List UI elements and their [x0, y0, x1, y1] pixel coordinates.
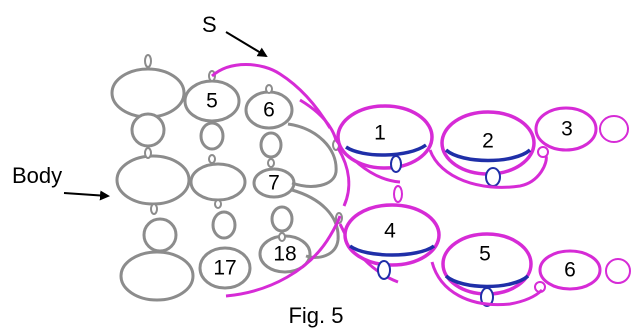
label-body: Body	[12, 163, 62, 188]
body-bead-small	[259, 131, 283, 159]
thread-outer-upper	[299, 98, 338, 141]
body-bead-small	[130, 112, 166, 148]
leg-number-2: 2	[482, 130, 494, 153]
body-bead-large	[115, 154, 191, 206]
leg-bead-6	[538, 249, 602, 291]
inner-arc-4	[348, 244, 436, 257]
leg-bead-4	[343, 203, 441, 267]
annotations: S Body Fig. 5	[12, 12, 344, 328]
lower-leg	[343, 203, 631, 307]
body-bead-large	[119, 250, 195, 302]
bead-1-drop	[390, 155, 402, 173]
body-arrow	[63, 190, 110, 201]
body-bead-large	[110, 67, 186, 119]
body-bead-17	[198, 246, 252, 290]
inner-arc-5	[444, 274, 530, 289]
leg-number-5: 5	[479, 243, 491, 266]
body-thread-upper	[287, 122, 338, 188]
label-s: S	[202, 12, 217, 37]
upper-leg	[336, 104, 629, 203]
leg-number-4: 4	[384, 220, 396, 243]
body-thread-lower	[291, 188, 340, 259]
bead-2-drop	[485, 167, 501, 187]
body-bead-small	[199, 121, 225, 151]
bead-numbers: 5 6 7 17 18 1 2 3 4 5 6	[206, 90, 576, 282]
bead-number-6: 6	[263, 99, 275, 122]
bead-number-7: 7	[268, 172, 280, 195]
leg-bead-3	[534, 106, 598, 152]
inner-arc-1	[345, 143, 428, 157]
body-bead-small	[270, 205, 294, 233]
body-beads	[110, 54, 343, 302]
s-arrow	[225, 31, 268, 58]
leg-number-1: 1	[374, 122, 386, 145]
thread-lower	[225, 215, 342, 298]
leg-number-3: 3	[561, 118, 573, 141]
bead-number-18: 18	[273, 243, 296, 266]
body-bead-small	[142, 217, 178, 253]
bead-number-17: 17	[213, 257, 236, 280]
leg-end-bead	[605, 258, 631, 284]
body-bead-medium	[189, 162, 247, 202]
leg-return-thread	[430, 261, 544, 307]
body-bead-small	[211, 210, 237, 240]
bead-number-5: 5	[206, 90, 218, 113]
leg-return-thread	[428, 149, 548, 189]
figure-caption: Fig. 5	[288, 303, 343, 328]
leg-seed-bead	[393, 185, 403, 203]
inner-arc-2	[444, 148, 532, 163]
bead-4-drop	[377, 260, 391, 280]
thread-mid-cross	[336, 147, 351, 207]
leg-number-6: 6	[564, 259, 576, 282]
leg-small-bead	[537, 146, 549, 158]
bead-5-drop	[480, 287, 494, 307]
leg-end-bead	[599, 115, 629, 143]
thread-s-top	[211, 63, 332, 129]
